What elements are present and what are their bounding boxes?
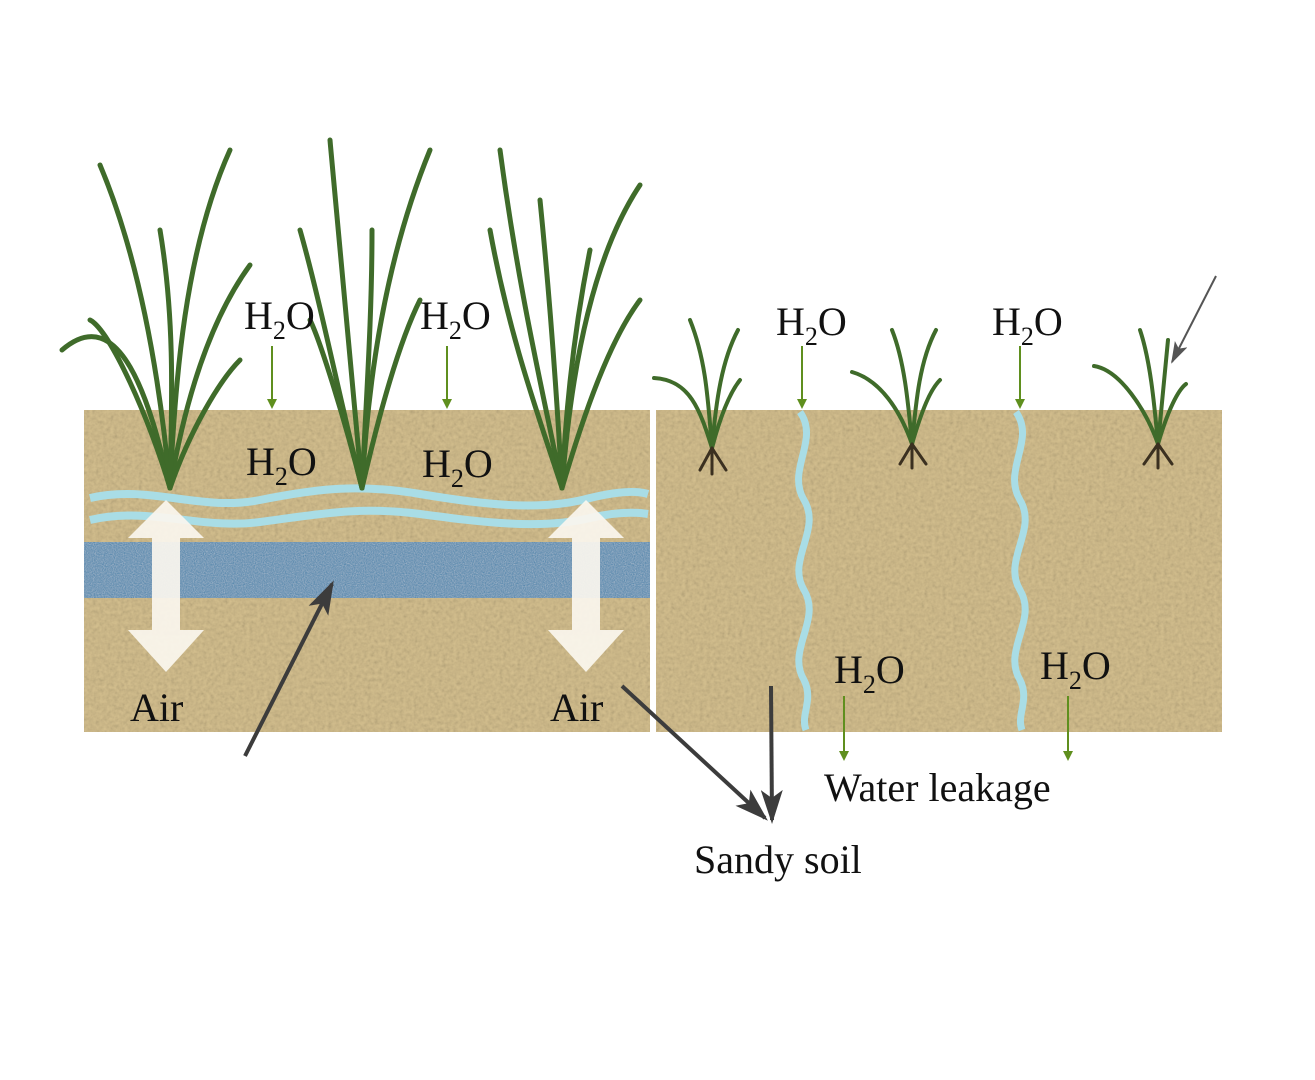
right-soil-panel — [656, 409, 1222, 732]
h2o-label-in-soil-2: H2O — [422, 441, 493, 493]
h2o-label-above-left-2: H2O — [420, 293, 491, 345]
right-sand-block — [656, 410, 1222, 732]
leak-channel-right — [1011, 409, 1029, 732]
pointer-arrow-sand-left — [620, 684, 768, 821]
sandy-soil-label: Sandy soil — [694, 837, 862, 882]
grass-tuft-large-3 — [487, 147, 643, 491]
grass-tuft-large-1 — [59, 147, 253, 491]
pointer-arrow-plant — [1171, 275, 1217, 364]
pointer-arrow-sand-right — [760, 685, 783, 824]
water-leakage-label: Water leakage — [824, 765, 1051, 810]
h2o-label-in-soil-1: H2O — [246, 439, 317, 491]
air-arrow-right — [548, 500, 624, 672]
grass-tuft-small-1 — [652, 318, 742, 476]
air-label-right: Air — [550, 685, 604, 730]
air-arrow-left — [128, 500, 204, 672]
grass-tuft-large-2 — [297, 137, 433, 491]
air-label-left: Air — [130, 685, 184, 730]
h2o-label-above-right-2: H2O — [992, 299, 1063, 351]
grass-tuft-small-3 — [1092, 328, 1188, 470]
h2o-label-leak-1: H2O — [834, 647, 905, 699]
leak-channel-left — [795, 409, 813, 732]
h2o-label-above-right-1: H2O — [776, 299, 847, 351]
grass-tuft-small-2 — [850, 328, 942, 470]
h2o-label-leak-2: H2O — [1040, 643, 1111, 695]
h2o-label-above-left-1: H2O — [244, 293, 315, 345]
water-film-upper — [89, 484, 650, 510]
pointer-arrow-clay — [243, 580, 334, 757]
